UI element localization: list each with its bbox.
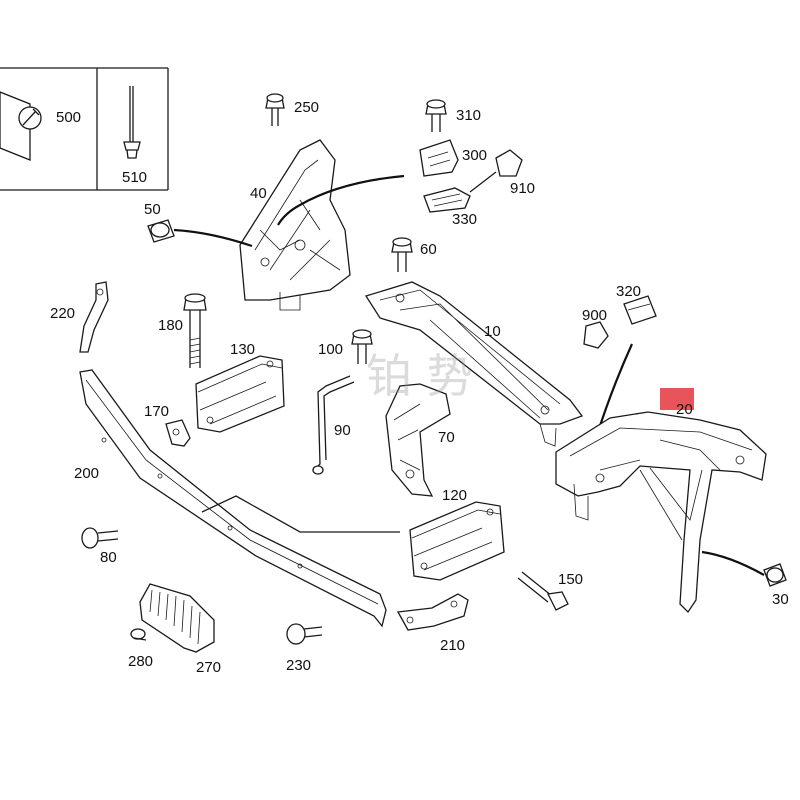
label-180: 180 bbox=[158, 317, 183, 334]
label-500: 500 bbox=[56, 109, 81, 126]
bolt-150-part bbox=[517, 571, 569, 611]
label-280: 280 bbox=[128, 653, 153, 670]
bolt-80-part bbox=[81, 527, 119, 549]
label-220: 220 bbox=[50, 305, 75, 322]
bolt-100-part bbox=[351, 329, 373, 364]
pad-900-part bbox=[583, 321, 609, 349]
label-900: 900 bbox=[582, 307, 607, 324]
label-910: 910 bbox=[510, 180, 535, 197]
label-150: 150 bbox=[558, 571, 583, 588]
label-210: 210 bbox=[440, 637, 465, 654]
label-40: 40 bbox=[250, 185, 267, 202]
label-510: 510 bbox=[122, 169, 147, 186]
highlight-marker-20 bbox=[660, 388, 694, 410]
crash-box-130-part bbox=[195, 355, 285, 433]
label-90: 90 bbox=[334, 422, 351, 439]
bracket-line-120 bbox=[201, 495, 400, 533]
bracket-70-part bbox=[385, 383, 451, 497]
clip-30-part bbox=[763, 563, 787, 587]
label-130: 130 bbox=[230, 341, 255, 358]
label-200: 200 bbox=[74, 465, 99, 482]
leader-30 bbox=[701, 550, 765, 576]
plate-170-part bbox=[165, 419, 191, 447]
label-270: 270 bbox=[196, 659, 221, 676]
clip-50-part bbox=[147, 219, 175, 243]
label-50: 50 bbox=[144, 201, 161, 218]
pad-910-part bbox=[495, 149, 523, 177]
bracket-sheet-icon bbox=[0, 91, 31, 161]
wrench-icon bbox=[18, 106, 42, 130]
label-250: 250 bbox=[294, 99, 319, 116]
watermark-text: 铂 势 bbox=[366, 349, 473, 403]
bolt-230-part bbox=[286, 623, 323, 645]
label-120: 120 bbox=[442, 487, 467, 504]
bolt-250-part bbox=[265, 93, 285, 126]
latch-300-part bbox=[419, 139, 459, 177]
label-330: 330 bbox=[452, 211, 477, 228]
label-170: 170 bbox=[144, 403, 169, 420]
bumper-beam-200-part bbox=[79, 369, 387, 628]
label-80: 80 bbox=[100, 549, 117, 566]
label-320: 320 bbox=[616, 283, 641, 300]
insert-270-part bbox=[139, 583, 215, 653]
info-box-tool bbox=[0, 67, 169, 191]
bracket-40-part bbox=[239, 139, 351, 311]
latch-330-part bbox=[423, 187, 471, 213]
side-frame-20-part bbox=[555, 411, 767, 614]
label-60: 60 bbox=[420, 241, 437, 258]
cross-member-10-part bbox=[364, 281, 584, 447]
leader-40 bbox=[277, 174, 405, 226]
screw-280-part bbox=[130, 628, 147, 641]
label-30: 30 bbox=[772, 591, 789, 608]
label-10: 10 bbox=[484, 323, 501, 340]
label-310: 310 bbox=[456, 107, 481, 124]
leader-50 bbox=[173, 228, 253, 248]
rod-90-part bbox=[312, 375, 355, 475]
crash-box-120-part bbox=[409, 501, 505, 581]
rivet-510-part bbox=[123, 86, 141, 159]
bolt-310-part bbox=[425, 99, 447, 132]
label-20: 20 bbox=[676, 401, 693, 418]
bolt-60-part bbox=[391, 237, 413, 272]
leader-910 bbox=[469, 171, 497, 193]
label-100: 100 bbox=[318, 341, 343, 358]
bracket-220-part bbox=[79, 281, 109, 353]
clip-320-part bbox=[623, 295, 657, 325]
bolt-180-part bbox=[183, 293, 207, 368]
bracket-210-part bbox=[396, 593, 469, 631]
label-70: 70 bbox=[438, 429, 455, 446]
label-300: 300 bbox=[462, 147, 487, 164]
label-230: 230 bbox=[286, 657, 311, 674]
